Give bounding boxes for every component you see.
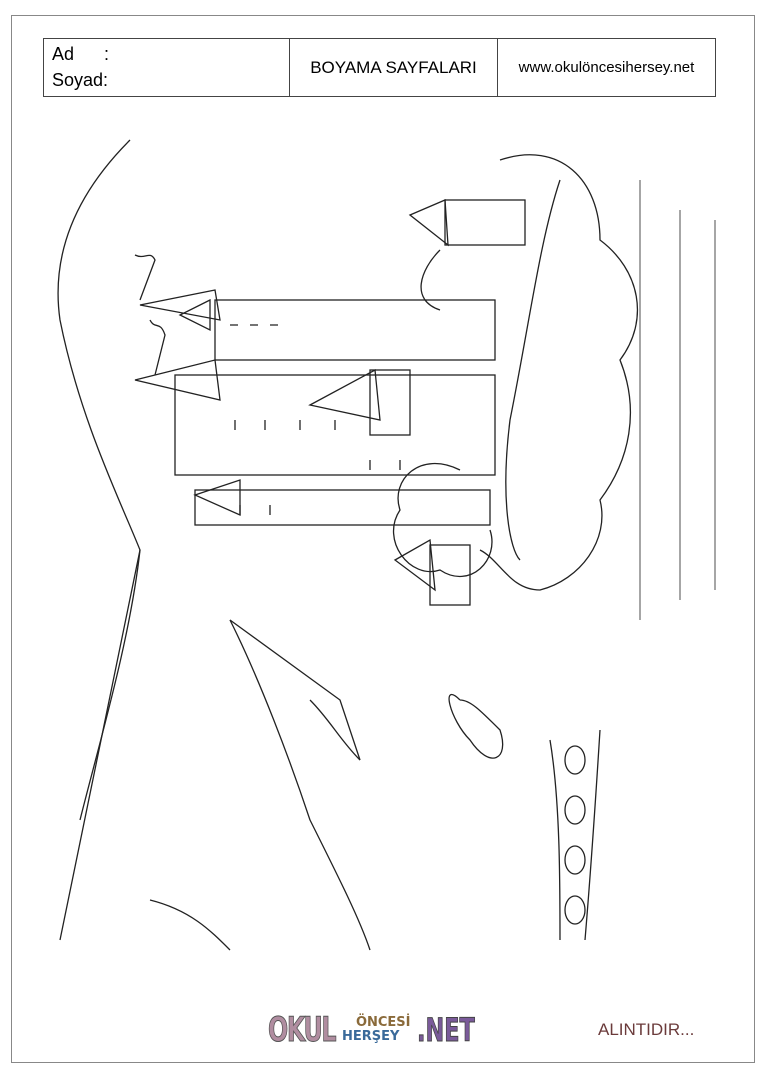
logo-net: .NET: [416, 1011, 475, 1050]
castle-coloring-illustration: [57, 139, 716, 951]
website-link[interactable]: www.okulöncesihersey.net: [518, 59, 695, 76]
credit-text: ALINTIDIR...: [598, 1020, 695, 1039]
name-cell: Ad : Soyad:: [44, 39, 290, 96]
logo-hersey: HERŞEY: [341, 1029, 400, 1044]
name-label: Ad :: [52, 44, 110, 64]
logo-oncesi: ÖNCESİ: [355, 1015, 411, 1030]
page-border: [11, 15, 755, 1063]
surname-label: Soyad:: [52, 70, 109, 90]
header-table: Ad : Soyad: BOYAMA SAYFALARI www.okulönc…: [43, 38, 716, 97]
logo-okul: OKUL: [268, 1010, 337, 1051]
site-logo: OKUL ÖNCESİ HERŞEY .NET: [268, 1008, 499, 1052]
page-title: BOYAMA SAYFALARI: [290, 39, 498, 96]
